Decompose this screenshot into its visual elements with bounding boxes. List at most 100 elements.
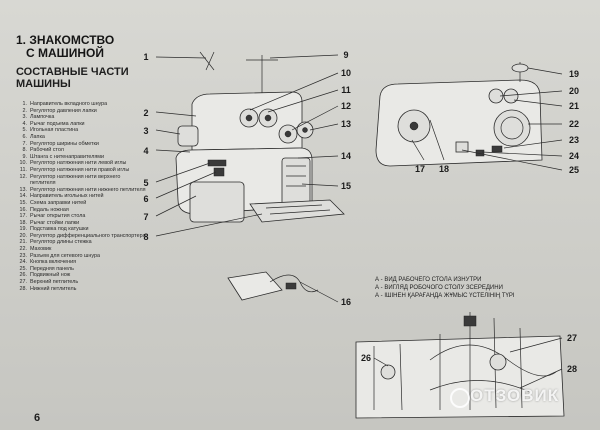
- table-inside-view: [355, 312, 565, 419]
- callout-11: 11: [341, 85, 351, 95]
- machine-side-view: [375, 62, 543, 167]
- legend-line: А - ВИД РАБОЧЕГО СТОЛА ИЗНУТРИ: [375, 277, 482, 283]
- parts-list-item: 4.Рычаг подъема лапки: [12, 121, 147, 128]
- callout-6: 6: [143, 194, 148, 204]
- part-label: Регулятор дифференциального транспортера: [30, 232, 146, 239]
- part-number: 1.: [22, 101, 28, 107]
- page-number: 6: [34, 412, 41, 424]
- part-number: 23.: [19, 252, 28, 259]
- section-title-line2: С МАШИНОЙ: [26, 46, 104, 60]
- callout-16: 16: [341, 297, 351, 307]
- part-label: Рычаг подъема лапки: [30, 120, 85, 127]
- part-label: Педаль ножная: [30, 206, 69, 213]
- legend-line: А - ІШІНЕН ҚАРАҒАНДА ЖҰМЫС ҮСТЕЛІНІҢ ТҮР…: [375, 293, 515, 299]
- threading-chart-panel: [281, 157, 311, 207]
- work-table: [249, 199, 345, 223]
- part-number: 28.: [19, 285, 28, 292]
- part-label: Регулятор натяжения нити верхнего петлит…: [30, 173, 121, 187]
- part-number: 22.: [19, 246, 28, 253]
- part-label: Лампочка: [30, 114, 55, 121]
- part-number: 12.: [19, 173, 28, 180]
- callout-17: 17: [415, 164, 425, 174]
- lamp-housing: [177, 125, 199, 147]
- callout-8: 8: [143, 232, 148, 242]
- callout-14: 14: [341, 151, 351, 161]
- front-cover: [189, 181, 245, 223]
- part-label: Нижний петлитель: [30, 285, 77, 292]
- stitch-length-dial: [503, 88, 519, 104]
- part-label: Направитель вкладного шнура: [30, 101, 108, 107]
- part-number: 26.: [19, 272, 28, 279]
- leader-lines: [155, 54, 563, 389]
- lower-looper: [429, 380, 531, 393]
- part-number: 3.: [22, 114, 28, 121]
- part-number: 21.: [19, 239, 28, 246]
- part-number: 27.: [19, 279, 28, 286]
- part-number: 17.: [19, 213, 28, 220]
- part-number: 13.: [19, 186, 28, 193]
- part-label: Регулятор натяжения нити нижнего петлите…: [30, 186, 146, 193]
- part-label: Рабочий стол: [30, 147, 64, 154]
- callout-12: 12: [341, 101, 351, 111]
- part-label: Регулятор ширины обметки: [30, 140, 99, 147]
- part-number: 15.: [19, 199, 28, 206]
- parts-list-item: 28.Нижний петлитель: [12, 286, 147, 293]
- parts-list-item: 17.Рычаг открытия стола: [12, 213, 147, 220]
- part-label: Рычаг открытия стола: [30, 213, 86, 220]
- part-number: 20.: [19, 232, 28, 239]
- handwheel: [493, 109, 531, 147]
- parts-list-item: 12.Регулятор натяжения нити верхнего пет…: [12, 174, 147, 187]
- inside-view-outline: [355, 335, 565, 419]
- parts-list-item: 23.Разъем для сетевого шнура: [12, 253, 147, 260]
- legend-line: А - ВИГЛЯД РОБОЧОГО СТОЛУ ЗСЕРЕДИНИ: [375, 285, 503, 291]
- upper-looper: [429, 344, 557, 377]
- part-number: 6.: [22, 133, 28, 140]
- section-title-line1: 1. ЗНАКОМСТВО: [16, 33, 115, 47]
- parts-list-item: 25.Передняя панель: [12, 266, 147, 273]
- side-panel: [455, 141, 469, 153]
- part-label: Маховик: [30, 246, 52, 253]
- callout-10: 10: [341, 68, 351, 78]
- callout-28: 28: [567, 364, 577, 374]
- movable-knife: [380, 364, 396, 380]
- part-label: Кнопка включения: [30, 259, 77, 266]
- part-label: Лапка: [30, 133, 45, 140]
- callout-22: 22: [569, 119, 579, 129]
- part-number: 25.: [19, 265, 28, 272]
- part-number: 18.: [19, 219, 28, 226]
- part-label: Верхний петлитель: [30, 279, 79, 286]
- parts-heading-line2: МАШИНЫ: [16, 78, 71, 90]
- part-number: 9.: [22, 153, 28, 160]
- part-number: 10.: [19, 160, 28, 167]
- callout-9: 9: [343, 50, 348, 60]
- part-label: Регулятор давления лапки: [30, 107, 97, 114]
- part-number: 7.: [22, 140, 28, 147]
- part-number: 24.: [19, 259, 28, 266]
- part-label: Игольная пластина: [30, 127, 79, 134]
- part-number: 14.: [19, 193, 28, 200]
- parts-list-item: 6.Лапка: [12, 134, 147, 141]
- parts-list-item: 15.Схема заправки нитей: [12, 200, 147, 207]
- callout-18: 18: [439, 164, 449, 174]
- callout-13: 13: [341, 119, 351, 129]
- parts-heading-line1: СОСТАВНЫЕ ЧАСТИ: [16, 66, 129, 78]
- callout-26: 26: [361, 353, 371, 363]
- part-label: Передняя панель: [30, 265, 74, 272]
- parts-list-item: 8.Рабочий стол: [12, 147, 147, 154]
- part-label: Штанга с нитенаправителями: [30, 153, 105, 160]
- part-number: 4.: [22, 120, 28, 127]
- part-label: Схема заправки нитей: [30, 199, 87, 206]
- part-label: Регулятор длины стежка: [30, 239, 92, 246]
- part-label: Регулятор натяжения нити правой иглы: [30, 166, 130, 173]
- parts-list-item: 11.Регулятор натяжения нити правой иглы: [12, 167, 147, 174]
- foot-pedal: [227, 271, 283, 301]
- callout-19: 19: [569, 69, 579, 79]
- parts-heading: СОСТАВНЫЕ ЧАСТИ МАШИНЫ: [16, 66, 166, 90]
- parts-list-item: 1.Направитель вкладного шнура: [12, 101, 147, 108]
- parts-list-item: 27.Верхний петлитель: [12, 279, 147, 286]
- parts-list-item: 3.Лампочка: [12, 114, 147, 121]
- callout-3: 3: [143, 126, 148, 136]
- part-number: 19.: [19, 226, 28, 233]
